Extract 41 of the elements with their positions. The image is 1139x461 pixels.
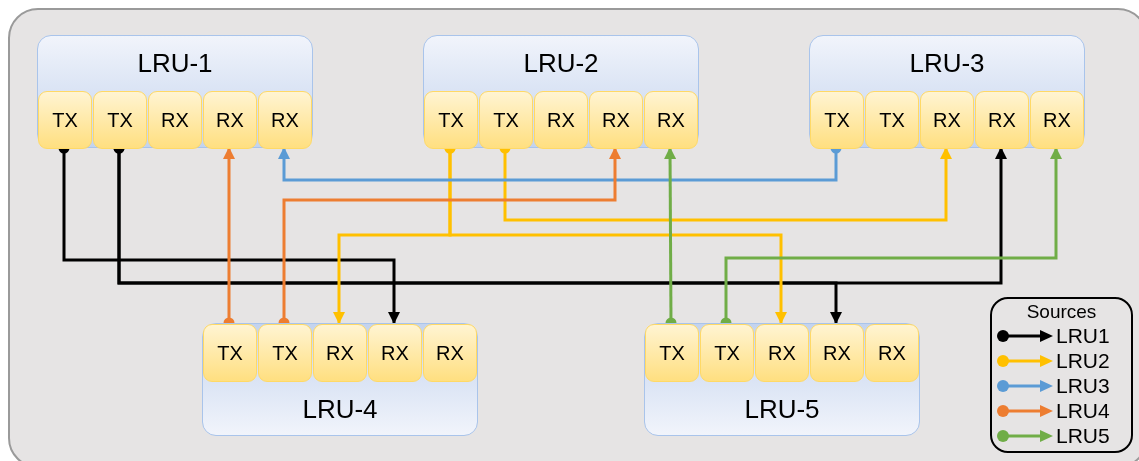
port-tile: RX: [865, 324, 919, 382]
port-tile: RX: [148, 91, 202, 149]
unit-title: LRU-5: [743, 394, 821, 424]
port-tile: RX: [975, 91, 1029, 149]
port-tile: RX: [755, 324, 809, 382]
port-tile: TX: [38, 91, 92, 149]
port-tile: RX: [810, 324, 864, 382]
unit-box: [37, 35, 313, 148]
port-tile: TX: [700, 324, 754, 382]
port-tile: RX: [368, 324, 422, 382]
legend-label: LRU4: [1056, 398, 1110, 423]
unit-box: [809, 35, 1085, 148]
port-tile: RX: [534, 91, 588, 149]
unit-title: LRU-4: [301, 394, 379, 424]
port-tile: RX: [313, 324, 367, 382]
port-tile: TX: [479, 91, 533, 149]
unit-title: LRU-2: [522, 48, 600, 78]
port-tile: TX: [865, 91, 919, 149]
legend-label: LRU3: [1056, 373, 1110, 398]
port-tile: TX: [258, 324, 312, 382]
unit-title: LRU-1: [136, 48, 214, 78]
port-tile: TX: [424, 91, 478, 149]
unit-title: LRU-3: [908, 48, 986, 78]
port-tile: RX: [644, 91, 698, 149]
port-tile: RX: [1030, 91, 1084, 149]
port-tile: RX: [589, 91, 643, 149]
legend-label: LRU2: [1056, 348, 1110, 373]
port-tile: RX: [258, 91, 312, 149]
port-tile: TX: [203, 324, 257, 382]
unit-box: [423, 35, 699, 148]
port-tile: RX: [203, 91, 257, 149]
unit-box: [644, 323, 920, 436]
port-tile: TX: [645, 324, 699, 382]
port-tile: RX: [423, 324, 477, 382]
legend-label: LRU1: [1056, 323, 1110, 348]
legend-label: LRU5: [1056, 423, 1110, 448]
port-tile: RX: [920, 91, 974, 149]
port-tile: TX: [810, 91, 864, 149]
port-tile: TX: [93, 91, 147, 149]
unit-box: [202, 323, 478, 436]
legend-title: Sources: [1025, 301, 1098, 323]
